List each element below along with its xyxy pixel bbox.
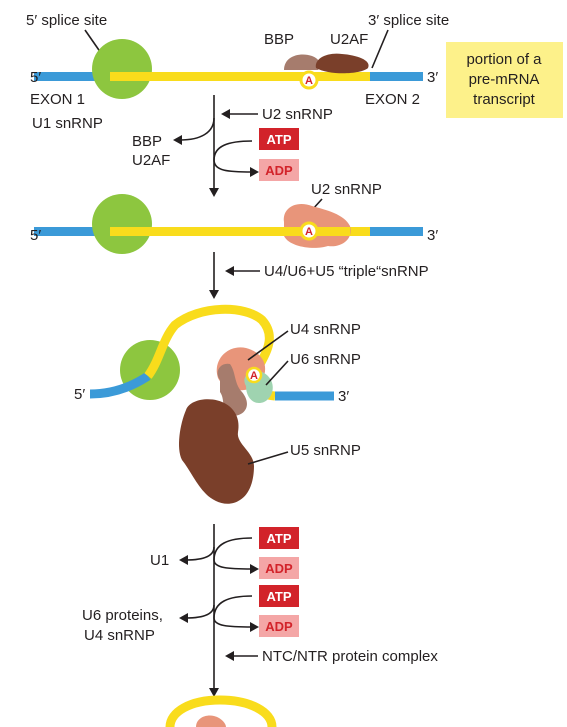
step1-released-curve [179, 117, 215, 141]
five-prime-splice-site-label: 5′ splice site [26, 12, 107, 29]
step1-atp-box [259, 128, 299, 150]
legend-line2: pre-mRNA [469, 71, 540, 88]
branch-point-a [299, 70, 319, 90]
stage3-five-prime: 5′ [74, 386, 85, 403]
u1-snrnp-particle [92, 39, 152, 99]
stage4-partial [165, 695, 277, 727]
stage2-branch-a-label: A [305, 226, 313, 238]
stage2-exon2 [370, 227, 423, 236]
step3-incoming-label: NTC/NTR protein complex [262, 648, 438, 665]
step1-adp-arrowhead [250, 167, 259, 177]
stage3-three-prime: 3′ [338, 388, 349, 405]
step3-atp2-curve [213, 595, 253, 619]
step3-incoming-arrowhead [225, 651, 234, 661]
stage1-transcript: 5′ splice site 3′ splice site BBP U2AF A… [26, 12, 449, 132]
step3-released-u6-line1: U6 proteins, [82, 607, 163, 624]
step3-adp1-arrowhead [250, 564, 259, 574]
u4-snrnp-label: U4 snRNP [290, 321, 361, 338]
step3-u6-curve [185, 604, 215, 619]
step3-released-u1: U1 [150, 552, 169, 569]
stage2-branch-point-a [299, 221, 319, 241]
step3-atp1-box [259, 527, 299, 549]
stage2-transcript: U2 snRNP A 5′ 3′ [30, 181, 438, 254]
u2-snrnp-particle [283, 203, 351, 248]
u2af-label: U2AF [330, 31, 368, 48]
u1-snrnp-label: U1 snRNP [32, 115, 103, 132]
step3-adp1-label: ADP [265, 561, 293, 576]
exon1-label: EXON 1 [30, 91, 85, 108]
u6-u4-link [217, 363, 247, 416]
u5-snrnp-pointer [247, 451, 289, 465]
three-prime-splice-site-label: 3′ splice site [368, 12, 449, 29]
stage3-exon1 [89, 372, 151, 399]
step1-incoming-arrowhead [221, 109, 230, 119]
stage4-intron-loop [165, 695, 277, 727]
step1-atp-curve [213, 140, 253, 161]
step3-atp2-label: ATP [266, 589, 291, 604]
step1-main-arrowhead [209, 188, 219, 197]
step3-u6-arrowhead [179, 613, 188, 623]
bbp-label: BBP [264, 31, 294, 48]
step1-incoming-label: U2 snRNP [262, 106, 333, 123]
stage3-branch-a-label: A [250, 370, 258, 382]
legend-line1: portion of a [466, 51, 542, 68]
step1-released-line2: U2AF [132, 152, 170, 169]
step1-adp-curve [213, 159, 253, 173]
u2-snrnp-label: U2 snRNP [311, 181, 382, 198]
step3-u1-arrowhead [179, 555, 188, 565]
exon1-segment [34, 72, 110, 81]
three-prime-end-label: 3′ [427, 69, 438, 86]
step2-incoming-label: U4/U6+U5 “triple“snRNP [264, 263, 429, 280]
u5-snrnp-label: U5 snRNP [290, 442, 361, 459]
legend-line3: transcript [473, 91, 536, 108]
stage2-u1-particle [92, 194, 152, 254]
stage3-spliceosome: A U4 snRNP U6 snRNP U5 snRNP 5′ 3′ [74, 304, 361, 504]
step3-adp2-curve [213, 617, 253, 628]
exon2-label: EXON 2 [365, 91, 420, 108]
five-prime-end-label: 5′ [30, 69, 41, 86]
stage2-five-prime: 5′ [30, 227, 41, 244]
step3-adp2-box [259, 615, 299, 637]
step1-released-line1: BBP [132, 133, 162, 150]
stage2-intron [110, 227, 370, 236]
step3-adp1-curve [213, 559, 253, 570]
step3-adp2-arrowhead [250, 622, 259, 632]
stage4-particle [196, 715, 226, 727]
step3-adp2-label: ADP [265, 619, 293, 634]
step1-released-arrowhead [173, 135, 182, 145]
legend-box-bg [446, 42, 563, 118]
stage3-branch-point-a [245, 366, 263, 384]
step1-arrows: U2 snRNP BBP U2AF ATP ADP [132, 95, 333, 197]
intron-segment [110, 72, 370, 81]
step3-atp1-curve [213, 537, 253, 561]
stage2-three-prime: 3′ [427, 227, 438, 244]
step3-atp2-box [259, 585, 299, 607]
bbp-protein [284, 54, 320, 70]
step2-arrows: U4/U6+U5 “triple“snRNP [209, 252, 429, 299]
exon2-segment [370, 72, 423, 81]
step1-atp-label: ATP [266, 132, 291, 147]
step1-adp-box [259, 159, 299, 181]
step3-released-u6-line2: U4 snRNP [84, 627, 155, 644]
step3-main-arrowhead [209, 688, 219, 697]
legend-box: portion of a pre-mRNA transcript [446, 42, 563, 118]
branch-point-a-label: A [305, 75, 313, 87]
step2-main-arrowhead [209, 290, 219, 299]
three-prime-splice-site-pointer [371, 29, 389, 69]
u4-snrnp-pointer [247, 330, 289, 361]
u6-snrnp-pointer [265, 360, 289, 386]
u5-snrnp-particle [179, 399, 254, 504]
u6-snrnp-label: U6 snRNP [290, 351, 361, 368]
step3-arrows: U1 ATP ADP U6 proteins, U4 snRNP ATP ADP… [82, 524, 438, 697]
step3-adp1-box [259, 557, 299, 579]
step1-adp-label: ADP [265, 163, 293, 178]
u2af-protein [315, 53, 369, 74]
stage2-exon1 [34, 227, 110, 236]
step3-atp1-label: ATP [266, 531, 291, 546]
step2-incoming-arrowhead [225, 266, 234, 276]
step3-u1-curve [185, 546, 215, 561]
